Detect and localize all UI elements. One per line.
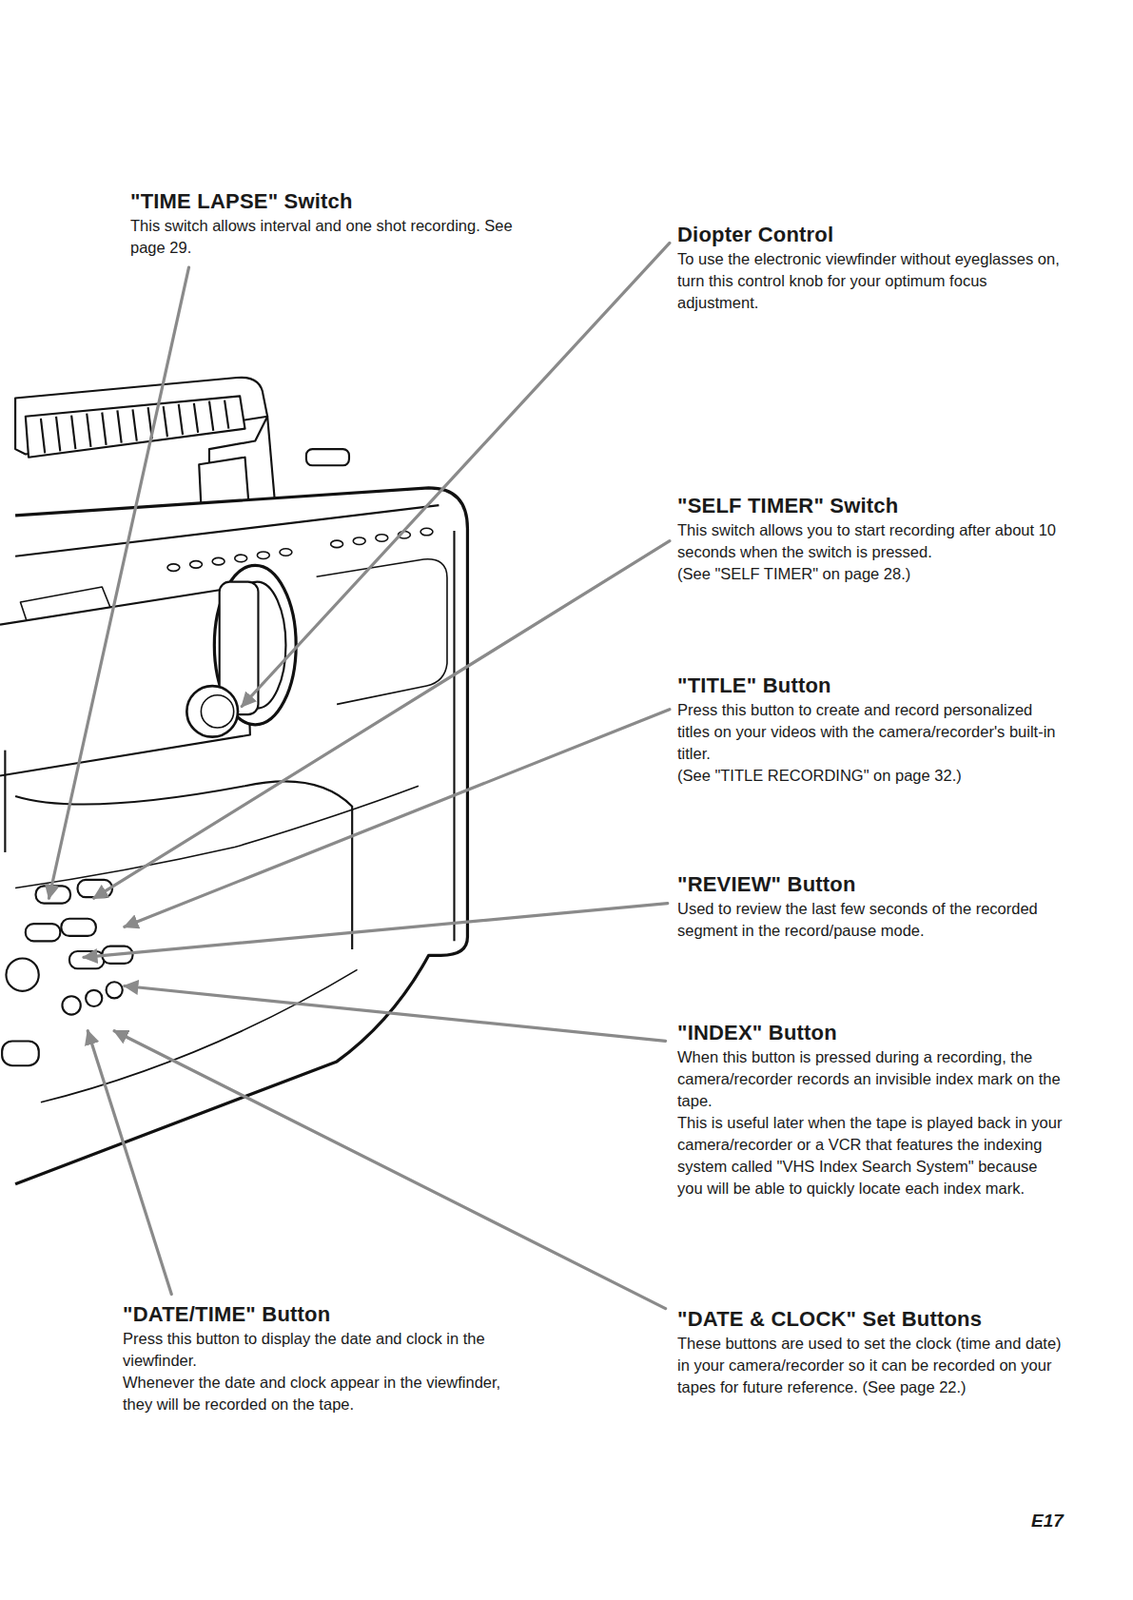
diopter-knob-face — [200, 695, 234, 728]
callout: "REVIEW" ButtonUsed to review the last f… — [677, 872, 1063, 942]
top-edge — [15, 505, 439, 557]
callout: "DATE & CLOCK" Set ButtonsThese buttons … — [677, 1307, 1063, 1399]
diopter-knob — [186, 685, 238, 738]
callout-text: To use the electronic viewfinder without… — [677, 248, 1063, 314]
callout-heading: Diopter Control — [677, 222, 1063, 248]
leader-line — [87, 1031, 172, 1295]
control-buttons — [1, 879, 133, 1066]
callout-text: Press this button to create and record p… — [677, 699, 1063, 765]
callout-text: This switch allows interval and one shot… — [130, 214, 521, 259]
strap-loop — [306, 449, 350, 466]
callout: "DATE/TIME" ButtonPress this button to d… — [122, 1302, 523, 1416]
page-number: E17 — [1031, 1510, 1098, 1532]
lower-housing — [15, 781, 352, 950]
callout-heading: "DATE/TIME" Button — [122, 1302, 523, 1328]
leader-lines — [49, 242, 670, 1309]
leader-line — [114, 1031, 665, 1309]
callout-heading: "TITLE" Button — [677, 673, 1063, 699]
callout-text: Whenever the date and clock appear in th… — [122, 1371, 523, 1416]
callout-text: This is useful later when the tape is pl… — [677, 1112, 1063, 1200]
callout-heading: "TIME LAPSE" Switch — [130, 189, 521, 215]
callout-text: This switch allows you to start recordin… — [677, 519, 1063, 564]
leader-line — [49, 267, 190, 899]
callout-text: (See "SELF TIMER" on page 28.) — [677, 563, 1063, 586]
callout: "TITLE" ButtonPress this button to creat… — [677, 673, 1063, 787]
panel-line — [15, 785, 419, 888]
leader-line — [241, 242, 670, 706]
front-edge — [3, 750, 6, 853]
callout-text: Used to review the last few seconds of t… — [677, 898, 1063, 942]
callout: "TIME LAPSE" SwitchThis switch allows in… — [130, 189, 521, 259]
leader-line — [83, 903, 668, 958]
viewfinder-housing — [0, 589, 251, 776]
callout: "SELF TIMER" SwitchThis switch allows yo… — [677, 493, 1063, 586]
callout: Diopter ControlTo use the electronic vie… — [677, 222, 1063, 314]
callout-text: (See "TITLE RECORDING" on page 32.) — [677, 764, 1063, 787]
callout-heading: "SELF TIMER" Switch — [677, 493, 1063, 519]
leader-line — [124, 986, 666, 1042]
callout-heading: "REVIEW" Button — [677, 872, 1063, 898]
callout: "INDEX" ButtonWhen this button is presse… — [677, 1020, 1063, 1200]
grip-ribs — [40, 400, 229, 454]
callout: E17 — [1031, 1510, 1098, 1532]
camcorder-drawing — [0, 377, 468, 1185]
side-panel-edge — [452, 530, 455, 941]
body-outline — [15, 488, 468, 1185]
side-recess — [316, 559, 448, 705]
callout-text: When this button is pressed during a rec… — [677, 1046, 1063, 1113]
callout-heading: "DATE & CLOCK" Set Buttons — [677, 1307, 1063, 1332]
callout-heading: "INDEX" Button — [677, 1020, 1063, 1046]
callout-text: These buttons are used to set the clock … — [677, 1332, 1063, 1399]
callout-text: Press this button to display the date an… — [122, 1328, 523, 1372]
leader-line — [124, 709, 670, 928]
leader-line — [94, 541, 670, 899]
